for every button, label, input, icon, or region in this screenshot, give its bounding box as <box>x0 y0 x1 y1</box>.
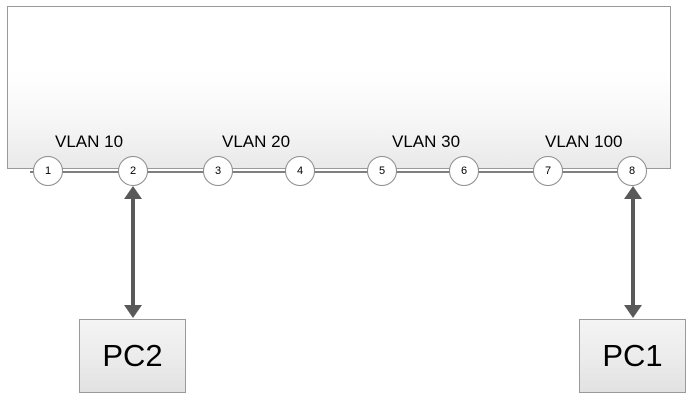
arrow-shaft-port8 <box>631 197 635 306</box>
vlan-label-100: VLAN 100 <box>545 132 623 151</box>
switch-port-7[interactable]: 7 <box>533 156 563 186</box>
arrow-head-up-port8 <box>624 186 642 199</box>
arrow-head-down-pc2 <box>124 305 142 318</box>
arrow-head-up-port2 <box>124 186 142 199</box>
switch-port-bus-line <box>30 171 642 173</box>
switch-port-1[interactable]: 1 <box>33 156 63 186</box>
vlan-label-30: VLAN 30 <box>392 132 461 151</box>
switch-port-2[interactable]: 2 <box>118 156 148 186</box>
arrow-head-down-pc1 <box>624 305 642 318</box>
switch-chassis <box>7 6 671 169</box>
host-pc2[interactable]: PC2 <box>79 319 186 393</box>
switch-port-4[interactable]: 4 <box>285 156 315 186</box>
switch-port-5[interactable]: 5 <box>367 156 397 186</box>
vlan-label-10: VLAN 10 <box>55 132 124 151</box>
switch-port-6[interactable]: 6 <box>449 156 479 186</box>
vlan-label-20: VLAN 20 <box>222 132 291 151</box>
switch-port-8[interactable]: 8 <box>617 156 647 186</box>
switch-port-3[interactable]: 3 <box>203 156 233 186</box>
arrow-shaft-port2 <box>131 197 135 306</box>
host-pc1[interactable]: PC1 <box>579 319 686 393</box>
